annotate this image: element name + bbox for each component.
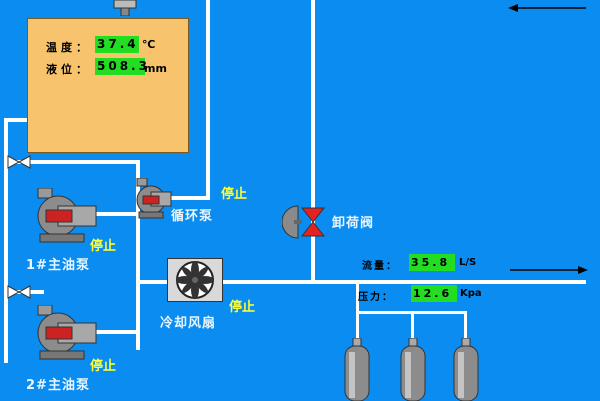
fan-icon (176, 261, 214, 299)
pipe-pump2-out (96, 330, 140, 334)
flow-label: 流量： (362, 261, 398, 272)
relief-valve-icon[interactable] (282, 202, 326, 242)
main-pump-2-status: 停止 (90, 359, 117, 374)
pressure-unit: Kpa (460, 288, 482, 299)
main-pump-1-icon[interactable] (34, 188, 98, 244)
level-label: 液位： (46, 63, 91, 76)
valve-icon[interactable] (6, 155, 32, 169)
tank-inlet-fitting-icon (113, 0, 137, 16)
temperature-label: 温度： (46, 41, 91, 54)
flow-value: 35.8 (409, 254, 455, 271)
pipe-suction-1 (4, 160, 138, 164)
pressure-label: 压力： (358, 292, 394, 303)
pipe-left-top (4, 118, 28, 122)
pipe-left-vertical (4, 118, 8, 363)
pipe-pump1-out (96, 212, 140, 216)
main-pump-2-name: 2#主油泵 (26, 378, 90, 393)
level-unit: mm (144, 62, 167, 75)
main-pump-1-status: 停止 (90, 239, 117, 254)
temperature-unit: ℃ (142, 38, 156, 51)
arrow-left-icon (508, 4, 586, 12)
pipe-discharge-vertical (136, 160, 140, 350)
accumulator-icon (453, 338, 479, 401)
pipe-drop-3 (464, 311, 467, 343)
accumulator-icon (344, 338, 370, 401)
circulation-pump-name: 循环泵 (171, 209, 214, 224)
pipe-right-vertical (311, 0, 315, 282)
relief-valve-name: 卸荷阀 (332, 216, 375, 231)
circulation-pump-status: 停止 (221, 187, 248, 202)
pipe-main-horizontal (136, 280, 586, 284)
pipe-tank-return-vertical (206, 0, 210, 200)
oil-tank: 温度： 37.4 ℃ 液位： 508.3 mm (27, 18, 189, 153)
cooling-fan-name: 冷却风扇 (160, 316, 217, 331)
flow-unit: L/S (459, 257, 477, 268)
pipe-drop-2 (411, 311, 414, 343)
pressure-value: 12.6 (411, 285, 457, 302)
main-pump-1-name: 1#主油泵 (26, 258, 90, 273)
pipe-circ-out (170, 196, 210, 200)
cooling-fan-status: 停止 (229, 300, 256, 315)
temperature-value: 37.4 (95, 36, 139, 53)
circulation-pump-icon[interactable] (133, 178, 173, 220)
main-pump-2-icon[interactable] (34, 305, 98, 361)
cooling-fan[interactable] (167, 258, 223, 302)
accumulator-icon (400, 338, 426, 401)
arrow-right-icon (510, 266, 588, 274)
valve-icon[interactable] (6, 285, 32, 299)
level-value: 508.3 (95, 58, 150, 75)
